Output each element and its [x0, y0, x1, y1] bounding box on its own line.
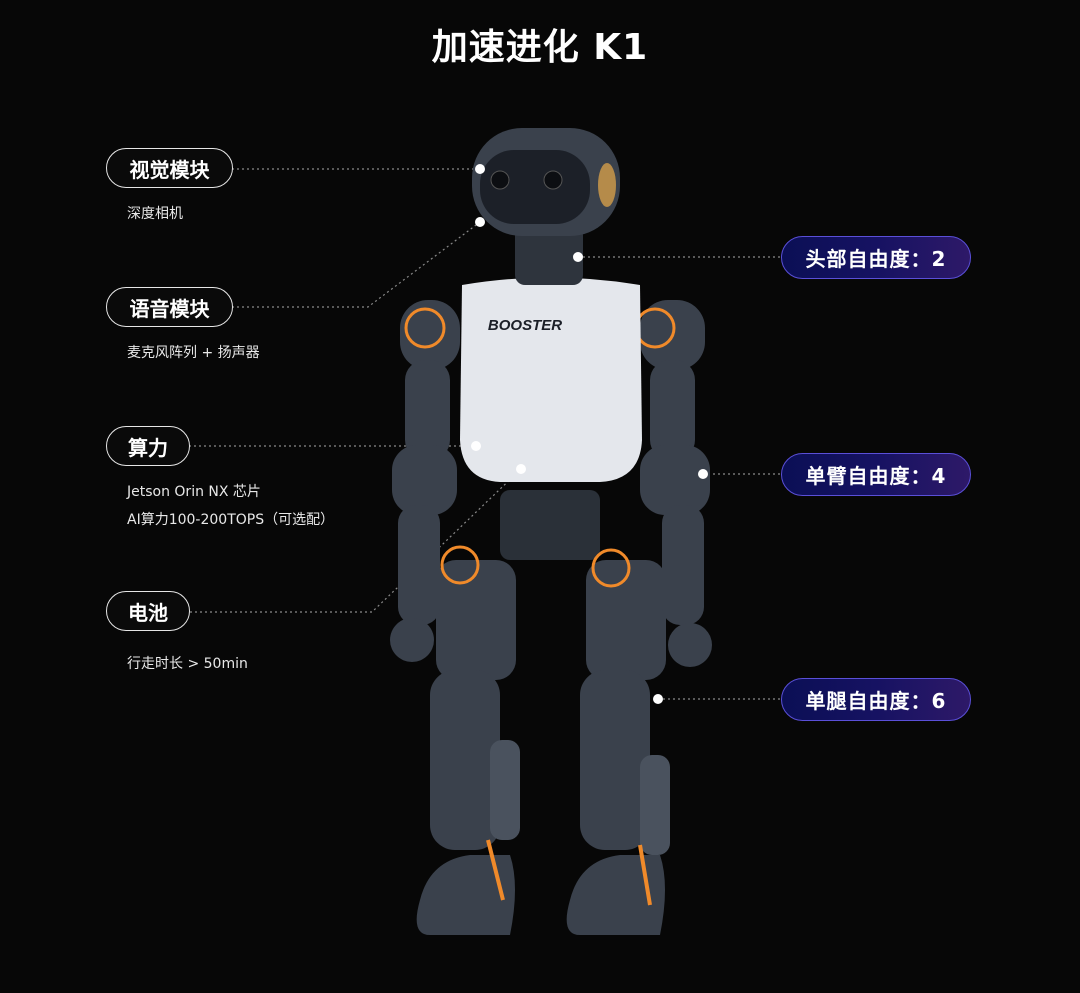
- feature-vision-detail: 深度相机: [127, 206, 183, 222]
- spec-head-dof: 头部自由度：2: [781, 236, 971, 279]
- feature-vision-label: 视觉模块: [106, 148, 233, 188]
- feature-compute-detail-tops: AI算力100-200TOPS（可选配）: [127, 512, 335, 528]
- feature-battery-label: 电池: [106, 591, 190, 631]
- spec-arm-dof: 单臂自由度：4: [781, 453, 971, 496]
- feature-voice-detail: 麦克风阵列 + 扬声器: [127, 345, 260, 361]
- feature-compute-detail-chip: Jetson Orin NX 芯片: [127, 484, 261, 500]
- feature-battery-detail: 行走时长 > 50min: [127, 656, 248, 672]
- brand-logo: BOOSTER: [488, 317, 562, 334]
- callout-points: [471, 164, 708, 704]
- page-title: 加速进化 K1: [431, 27, 649, 68]
- feature-compute-label: 算力: [106, 426, 190, 466]
- callout-lines: [189, 168, 781, 700]
- feature-voice-label: 语音模块: [106, 287, 233, 327]
- spec-leg-dof: 单腿自由度：6: [781, 678, 971, 721]
